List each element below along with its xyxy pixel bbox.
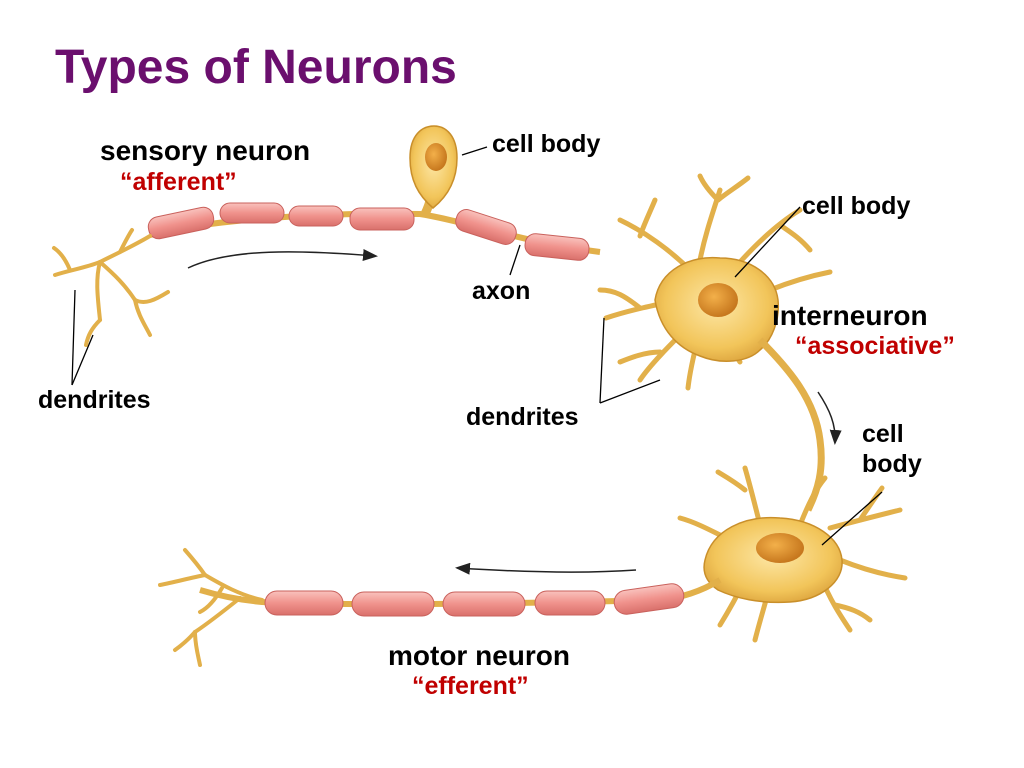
associative-label: “associative” [795,332,955,360]
leader-dendrites-left-b [71,334,94,386]
leader-axon [509,244,521,276]
dendrites-label-left: dendrites [38,386,151,414]
motor-neuron-label: motor neuron [388,640,570,671]
sensory-direction-arrow [187,249,378,269]
interneuron-axon [757,337,825,512]
motor-axon-terminals [158,548,264,667]
leader-cell-body-inter [734,206,801,278]
leader-cell-body-motor [821,491,883,546]
leader-dendrites-middle-b [599,379,661,404]
leader-lines [71,146,883,546]
sensory-myelin [147,202,590,261]
interneuron-label: interneuron [772,300,928,331]
leader-dendrites-middle-a [599,317,605,404]
motor-myelin [264,583,685,617]
interneuron-direction-arrow [817,391,842,445]
sensory-neuron [52,125,601,347]
leader-cell-body-top [461,146,488,156]
motor-direction-arrow [455,562,637,575]
cell-body-label-motor-line1: cell [862,420,904,448]
leader-dendrites-left-a [71,289,76,386]
cell-body-label-sensory: cell body [492,130,601,158]
page-title: Types of Neurons [55,41,457,94]
interneuron-nucleus [698,283,738,317]
efferent-label: “efferent” [412,672,529,700]
sensory-nucleus [425,143,447,171]
motor-nucleus [756,533,804,563]
cell-body-label-motor-line2: body [862,450,922,478]
cell-body-label-interneuron: cell body [802,192,911,220]
sensory-neuron-label: sensory neuron [100,135,311,166]
dendrites-label-middle: dendrites [466,403,579,431]
afferent-label: “afferent” [120,168,237,196]
sensory-dendrites [52,228,170,347]
axon-label: axon [472,277,531,305]
motor-neuron [158,465,908,667]
